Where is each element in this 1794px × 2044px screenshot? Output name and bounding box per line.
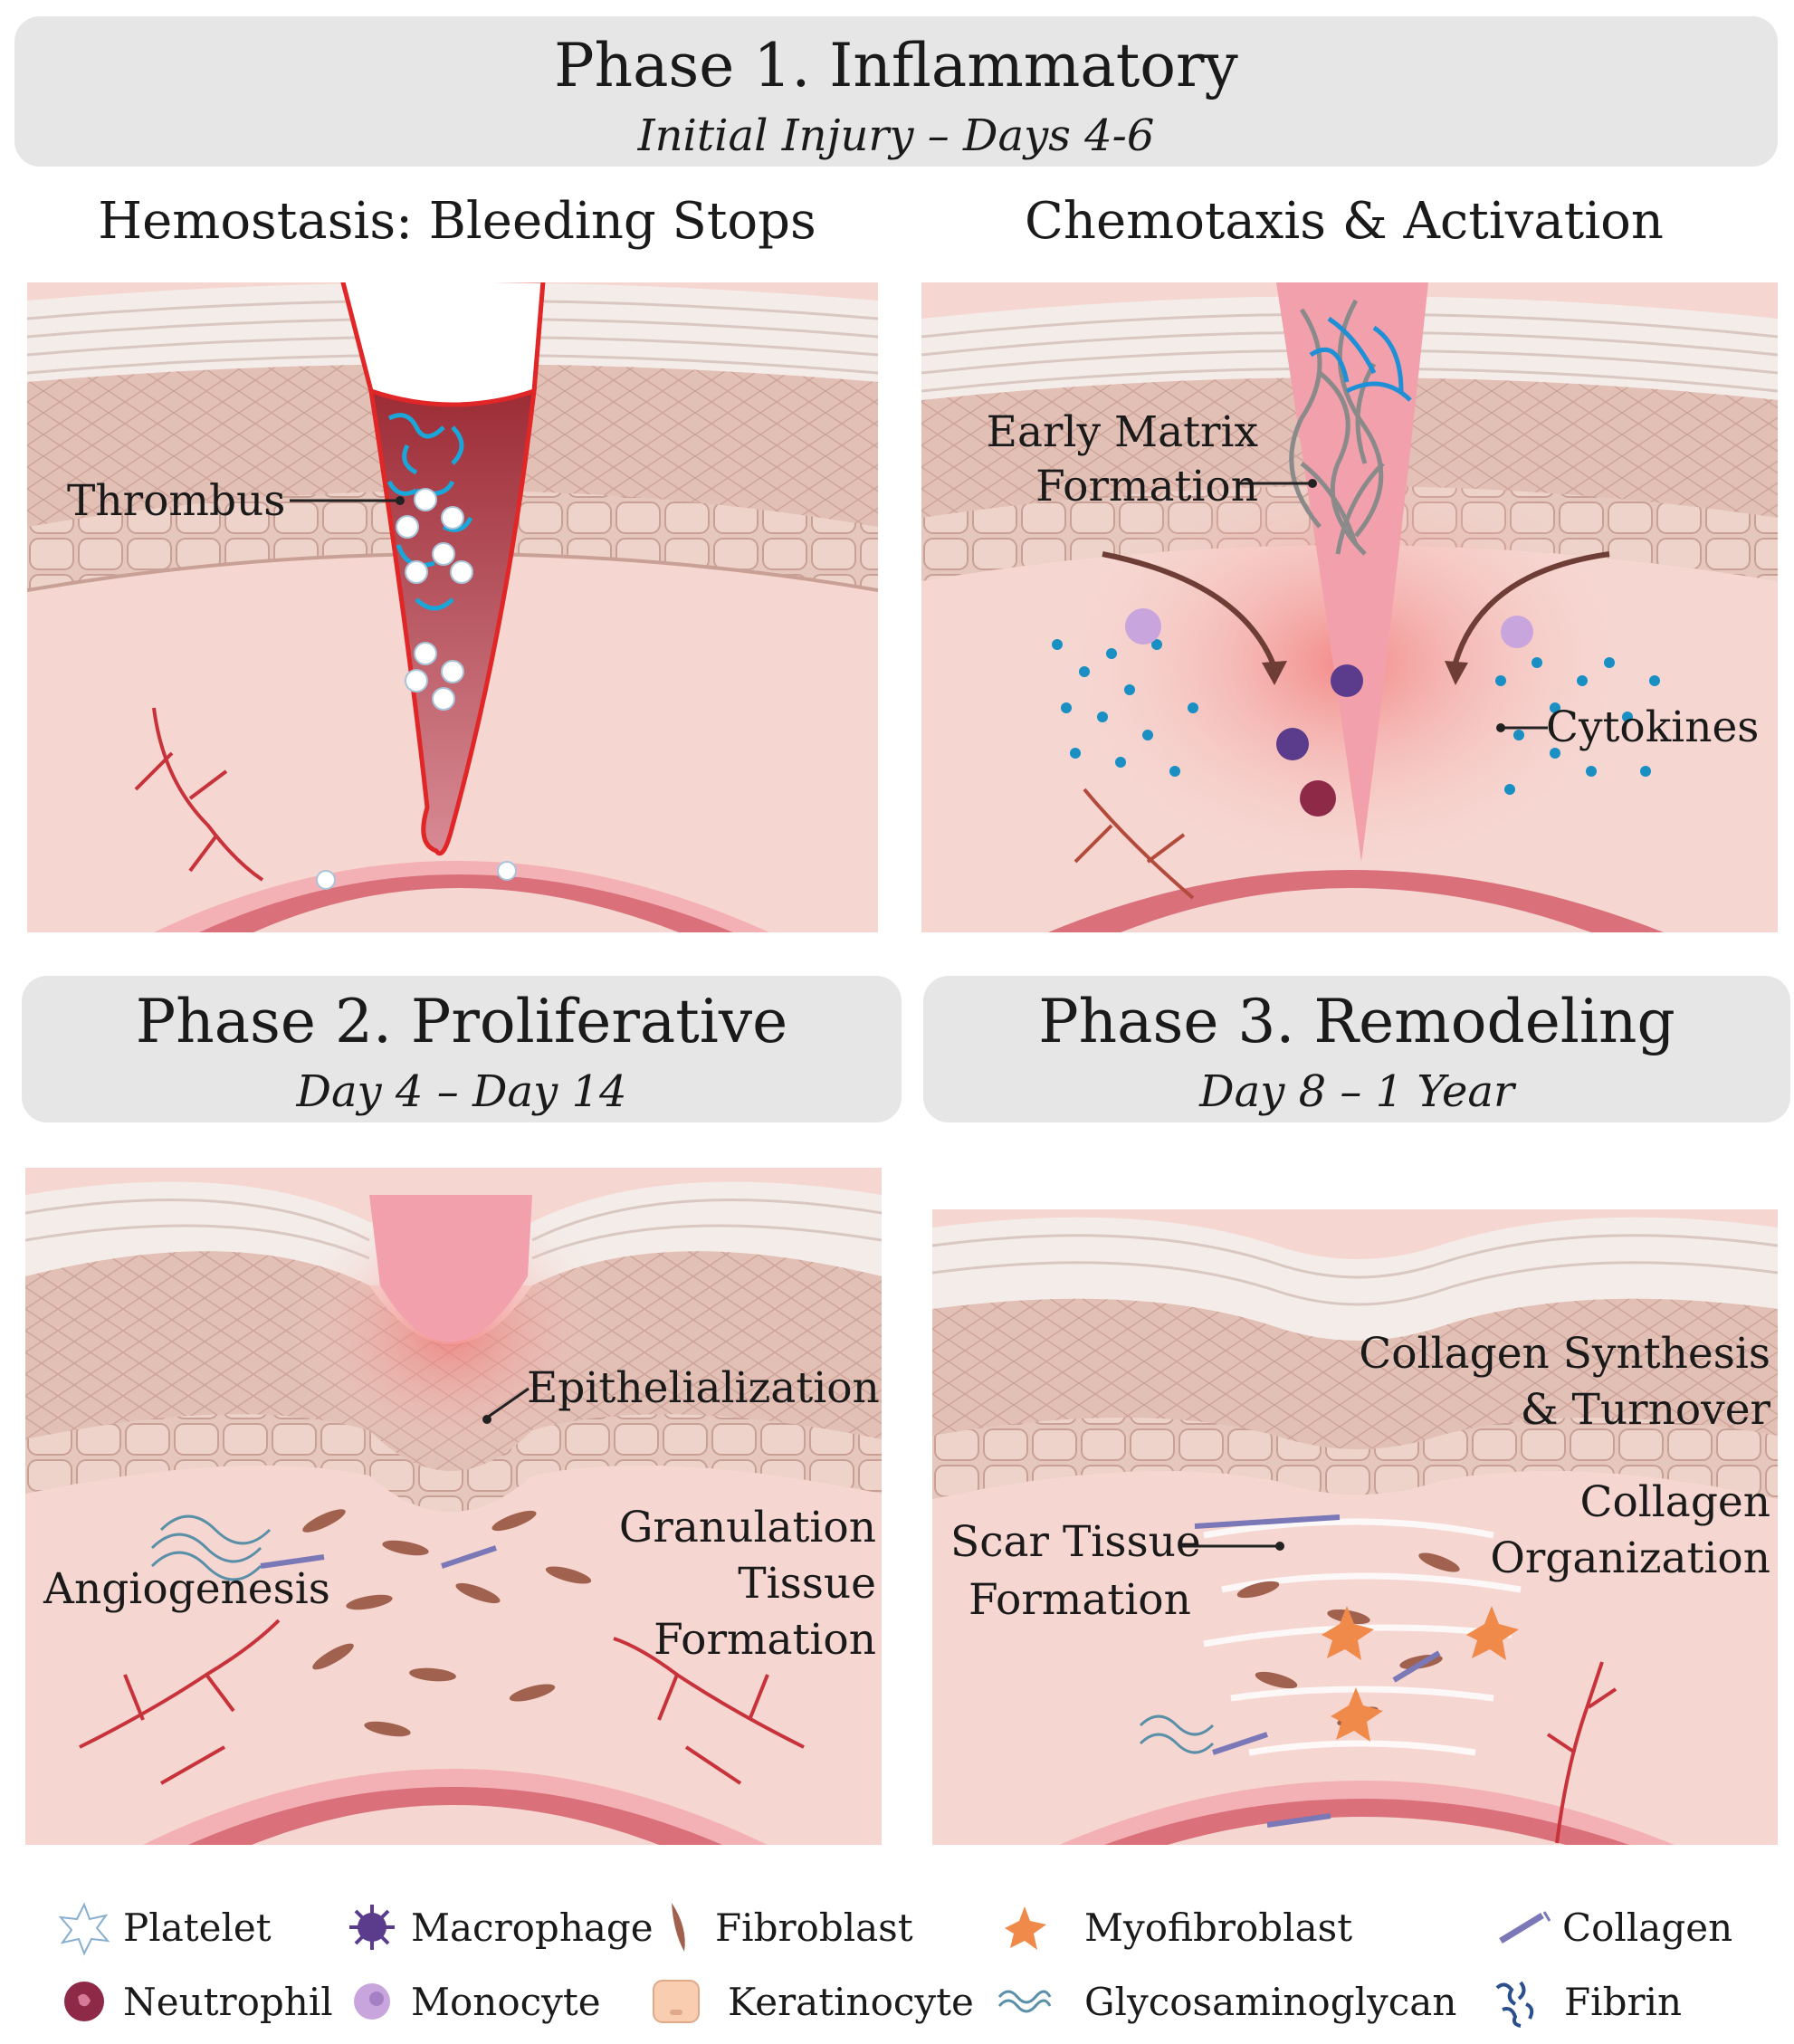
- remodeling-illustration: [932, 1209, 1778, 1845]
- phase1-title: Phase 1. Inflammatory: [554, 31, 1238, 100]
- legend-platelet: Platelet: [52, 1896, 272, 1959]
- legend-myofibroblast: Myofibroblast: [992, 1896, 1352, 1959]
- matrix-label-line2: Formation: [1035, 462, 1258, 511]
- collagen-organization-line2: Organization: [1490, 1533, 1770, 1583]
- legend-neutrophil: Neutrophil: [52, 1970, 333, 2033]
- phase1-subtitle: Initial Injury – Days 4-6: [637, 110, 1155, 161]
- macrophage-icon: [349, 1905, 395, 1950]
- phase3-subtitle: Day 8 – 1 Year: [1199, 1066, 1514, 1117]
- monocyte-icon: [354, 1983, 390, 2020]
- myofibroblast-icon: [1005, 1906, 1046, 1950]
- legend-macrophage: Macrophage: [340, 1896, 654, 1959]
- fibrin-icon: [1495, 1981, 1534, 2028]
- chemotaxis-panel: Early Matrix Formation Cytokines: [921, 282, 1778, 932]
- epithelialization-label: Epithelialization: [527, 1363, 880, 1413]
- collagen-icon: [1499, 1911, 1551, 1944]
- cytokines-label: Cytokines: [1546, 702, 1760, 752]
- legend-fibrin: Fibrin: [1484, 1970, 1682, 2033]
- granulation-label-line1: Granulation: [618, 1503, 876, 1552]
- collagen-organization-line1: Collagen: [1579, 1477, 1770, 1527]
- phase3-banner: Phase 3. Remodeling Day 8 – 1 Year: [923, 976, 1790, 1122]
- legend-monocyte: Monocyte: [340, 1970, 601, 2033]
- chemotaxis-title: Chemotaxis & Activation: [1025, 192, 1664, 251]
- legend-fibroblast: Fibroblast: [644, 1896, 913, 1959]
- keratinocyte-icon: [653, 1980, 700, 2023]
- glycosaminoglycan-icon: [997, 1990, 1052, 2013]
- phase2-subtitle: Day 4 – Day 14: [296, 1066, 627, 1117]
- phase1-banner: Phase 1. Inflammatory Initial Injury – D…: [14, 16, 1778, 167]
- phase2-title: Phase 2. Proliferative: [135, 987, 788, 1056]
- collagen-synthesis-line1: Collagen Synthesis: [1359, 1329, 1770, 1379]
- phase2-banner: Phase 2. Proliferative Day 4 – Day 14: [22, 976, 902, 1122]
- matrix-label-line1: Early Matrix: [986, 407, 1258, 457]
- legend-keratinocyte: Keratinocyte: [644, 1970, 974, 2033]
- collagen-synthesis-line2: & Turnover: [1520, 1385, 1770, 1435]
- chemotaxis-illustration: [921, 282, 1778, 932]
- hemostasis-illustration: [27, 282, 878, 932]
- phase3-title: Phase 3. Remodeling: [1038, 987, 1675, 1056]
- legend-collagen: Collagen: [1492, 1896, 1732, 1959]
- hemostasis-title: Hemostasis: Bleeding Stops: [98, 192, 816, 251]
- platelet-icon: [58, 1902, 110, 1956]
- angiogenesis-label: Angiogenesis: [43, 1564, 330, 1614]
- scar-tissue-line2: Formation: [969, 1575, 1191, 1625]
- hemostasis-panel: Thrombus: [27, 282, 878, 932]
- granulation-label-line3: Formation: [654, 1615, 876, 1665]
- thrombus-label: Thrombus: [67, 476, 286, 526]
- proliferative-panel: Epithelialization Angiogenesis Granulati…: [25, 1168, 882, 1845]
- remodeling-panel: Collagen Synthesis & Turnover Collagen O…: [932, 1209, 1778, 1845]
- neutrophil-icon: [64, 1982, 104, 2021]
- proliferative-illustration: [25, 1168, 882, 1845]
- fibroblast-icon: [672, 1903, 685, 1952]
- scar-tissue-line1: Scar Tissue: [950, 1517, 1201, 1567]
- granulation-label-line2: Tissue: [738, 1559, 876, 1609]
- legend-glycosaminoglycan: Glycosaminoglycan: [992, 1970, 1456, 2033]
